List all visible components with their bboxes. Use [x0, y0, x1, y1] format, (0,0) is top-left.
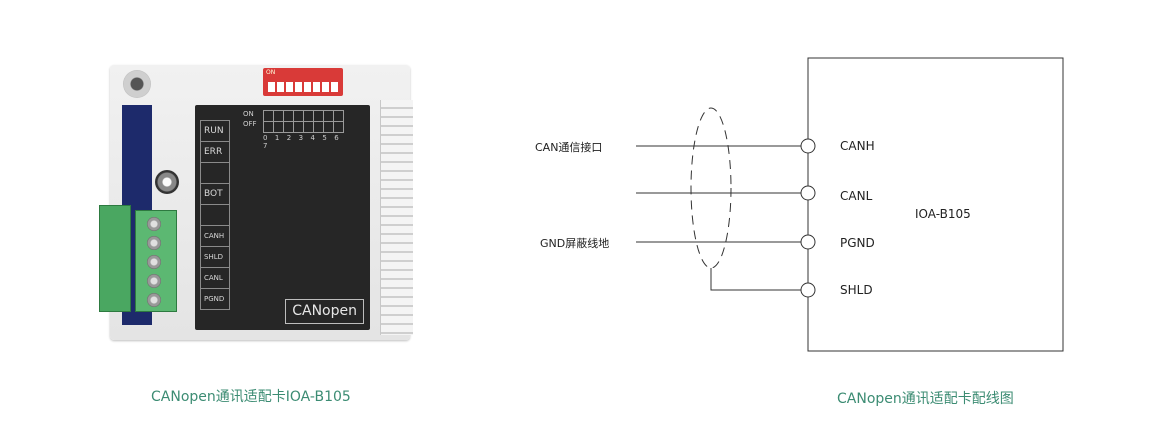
panel-label-pgnd: PGND — [200, 288, 230, 310]
terminal-label-canh: CANH — [840, 139, 875, 153]
housing-vent-ribs — [380, 100, 413, 335]
terminal-pgnd-icon — [800, 234, 816, 250]
front-panel: ON OFF 0 1 2 3 4 5 6 7 RUN ERR BOT CANH … — [195, 105, 370, 330]
gnd-shield-label: GND屏蔽线地 — [540, 237, 610, 250]
device-model-label: IOA-B105 — [915, 207, 971, 221]
terminal-screw-icon — [147, 274, 161, 288]
terminal-block-socket — [99, 205, 131, 312]
grid-off-label: OFF — [243, 120, 257, 128]
terminal-shld-icon — [800, 282, 816, 298]
terminal-screw-icon — [147, 255, 161, 269]
panel-label-canh: CANH — [200, 225, 230, 246]
terminal-label-canl: CANL — [840, 189, 873, 203]
panel-label-blank-1 — [200, 162, 230, 183]
panel-label-err: ERR — [200, 141, 230, 162]
product-photo: ON ON OFF 0 1 2 3 4 5 6 7 RUN ERR BOT CA… — [95, 60, 425, 350]
cable-shield-ellipse — [690, 107, 732, 269]
terminal-label-shld: SHLD — [840, 283, 873, 297]
can-interface-label: CAN通信接口 — [535, 141, 603, 154]
device-box — [807, 57, 1064, 352]
product-caption: CANopen通讯适配卡IOA-B105 — [151, 389, 351, 405]
terminal-screw-icon — [147, 236, 161, 250]
terminal-block-plug — [135, 210, 177, 312]
dip-on-label: ON — [266, 69, 276, 76]
panel-label-bot: BOT — [200, 183, 230, 204]
panel-label-canl: CANL — [200, 267, 230, 288]
wire-shld — [710, 268, 801, 291]
canopen-brand-tag: CANopen — [285, 299, 364, 324]
terminal-screw-icon — [147, 217, 161, 231]
grid-on-off-labels: ON OFF — [243, 109, 257, 129]
terminal-label-pgnd: PGND — [840, 236, 875, 250]
switch-grid — [263, 110, 344, 133]
dip-switch: ON — [263, 68, 343, 96]
terminal-canl-icon — [800, 185, 816, 201]
panel-label-run: RUN — [200, 120, 230, 141]
rotary-switch — [155, 170, 179, 194]
grid-on-label: ON — [243, 110, 254, 118]
terminal-canh-icon — [800, 138, 816, 154]
panel-label-column: RUN ERR BOT CANH SHLD CANL PGND — [200, 120, 230, 310]
diagram-caption: CANopen通讯适配卡配线图 — [837, 391, 1014, 407]
terminal-screw-icon — [147, 293, 161, 307]
mounting-hole — [123, 70, 151, 98]
switch-grid-numbers: 0 1 2 3 4 5 6 7 — [263, 134, 342, 150]
panel-label-shld: SHLD — [200, 246, 230, 267]
panel-label-blank-2 — [200, 204, 230, 225]
